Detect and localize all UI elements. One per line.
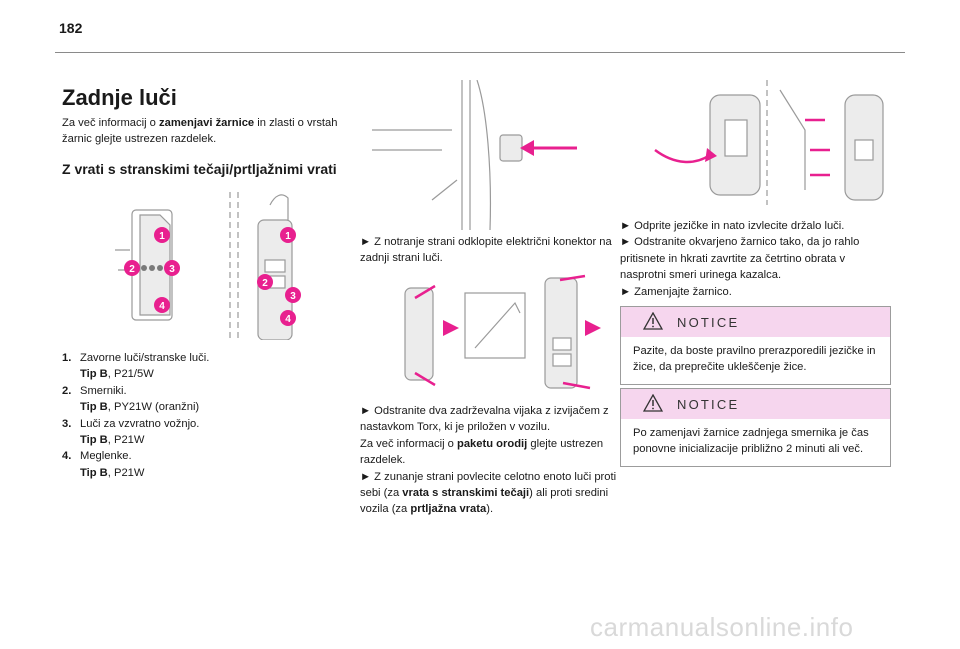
list-item: 1.Zavorne luči/stranske luči.Tip B, P21/…: [62, 352, 210, 381]
rear-lamp-callout-figure: 1 2 3 4 1 2 3 4: [115, 192, 301, 340]
column-1: Zadnje luči Za več informacij o zamenjav…: [62, 85, 344, 178]
notice-box-1: NOTICE Pazite, da boste pravilno prerazp…: [620, 306, 891, 385]
notice-text: Pazite, da boste pravilno prerazporedili…: [633, 345, 876, 374]
page-number: 182: [59, 20, 83, 36]
notice-title: NOTICE: [677, 397, 740, 412]
warning-icon: [643, 394, 663, 412]
callout-1: 1: [159, 231, 165, 242]
intro-paragraph: Za več informacij o zamenjavi žarnice in…: [62, 117, 338, 146]
header-rule: [55, 52, 905, 53]
callout-4: 4: [159, 301, 165, 312]
list-item: 2.Smerniki.Tip B, PY21W (oranžni): [62, 384, 200, 414]
svg-text:3: 3: [290, 291, 296, 302]
callout-2: 2: [129, 264, 135, 275]
subsection-title: Z vrati s stranskimi tečaji/prtljažnimi …: [62, 160, 337, 177]
notice-text: Po zamenjavi žarnice zadnjega smernika j…: [633, 427, 869, 456]
column-3-steps: ► Odprite jezičke in nato izvlecite drža…: [620, 220, 860, 298]
svg-text:2: 2: [262, 278, 268, 289]
section-title: Zadnje luči: [62, 85, 177, 110]
screws-figure: [404, 274, 601, 390]
bulb-holder-figure: [654, 80, 884, 205]
notice-title: NOTICE: [677, 315, 740, 330]
callout-3: 3: [169, 264, 175, 275]
svg-text:1: 1: [285, 231, 291, 242]
notice-box-2: NOTICE Po zamenjavi žarnice zadnjega sme…: [620, 388, 891, 467]
bulb-list: 1.Zavorne luči/stranske luči.Tip B, P21/…: [62, 350, 344, 481]
column-2-text: ► Odstranite dva zadrževalna vijaka z iz…: [360, 405, 617, 516]
column-2-step-1: ► Z notranje strani odklopite električni…: [360, 236, 612, 265]
connector-figure: [372, 80, 577, 230]
list-item: 4.Meglenke.Tip B, P21W: [62, 450, 145, 479]
list-item: 3.Luči za vzvratno vožnjo.Tip B, P21W: [62, 417, 200, 447]
watermark: carmanualsonline.info: [590, 612, 854, 642]
warning-icon: [643, 312, 663, 330]
svg-text:4: 4: [285, 314, 291, 325]
